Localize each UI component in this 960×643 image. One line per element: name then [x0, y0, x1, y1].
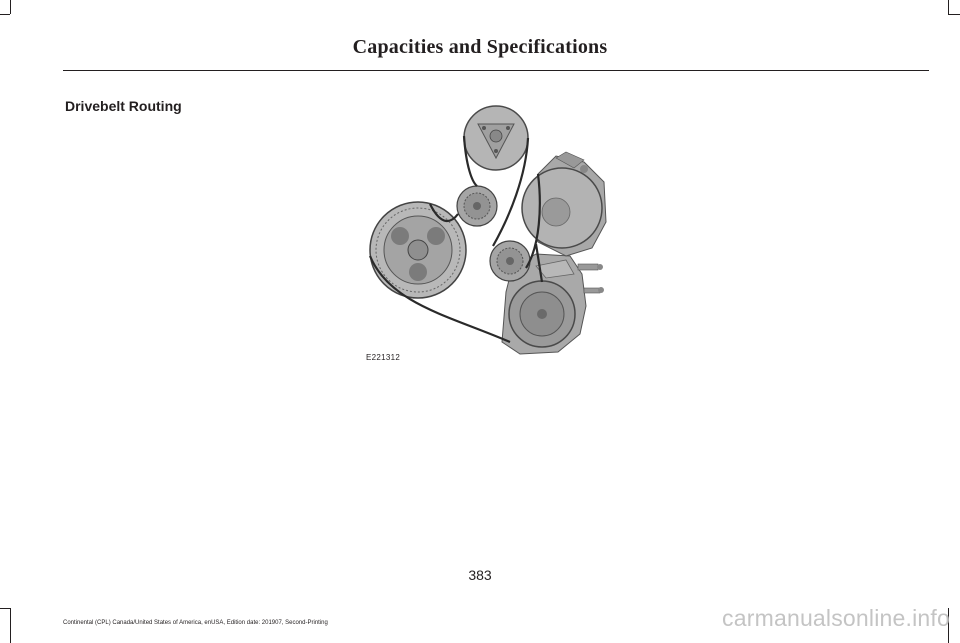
crop-mark-top-right-h [948, 14, 960, 15]
alternator [521, 151, 607, 257]
page-title: Capacities and Specifications [352, 36, 608, 58]
crankshaft-pulley [369, 201, 467, 299]
crop-mark-top-left-v [10, 0, 11, 14]
drive-belt [368, 135, 544, 344]
crop-mark-bottom-right-v [948, 608, 949, 643]
figure-id: E221312 [366, 353, 401, 362]
page-number: 383 [468, 567, 492, 583]
section-heading: Drivebelt Routing [65, 98, 182, 114]
footer-text: Continental (CPL) Canada/United States o… [63, 620, 328, 626]
ac-compressor [501, 253, 604, 355]
crop-mark-top-left-h [0, 14, 10, 15]
idler-pulley-lower [489, 240, 531, 282]
crop-mark-bottom-left-v [10, 608, 11, 643]
drivebelt-routing-figure: E221312 [360, 96, 620, 370]
idler-pulley-upper [456, 185, 498, 227]
crop-mark-top-right-v [948, 0, 949, 14]
drivebelt-diagram [368, 105, 607, 355]
watermark: carmanualsonline.info [722, 605, 950, 631]
crop-mark-bottom-left-h [0, 608, 10, 609]
top-pulley [463, 105, 529, 171]
header-rule [63, 70, 929, 71]
